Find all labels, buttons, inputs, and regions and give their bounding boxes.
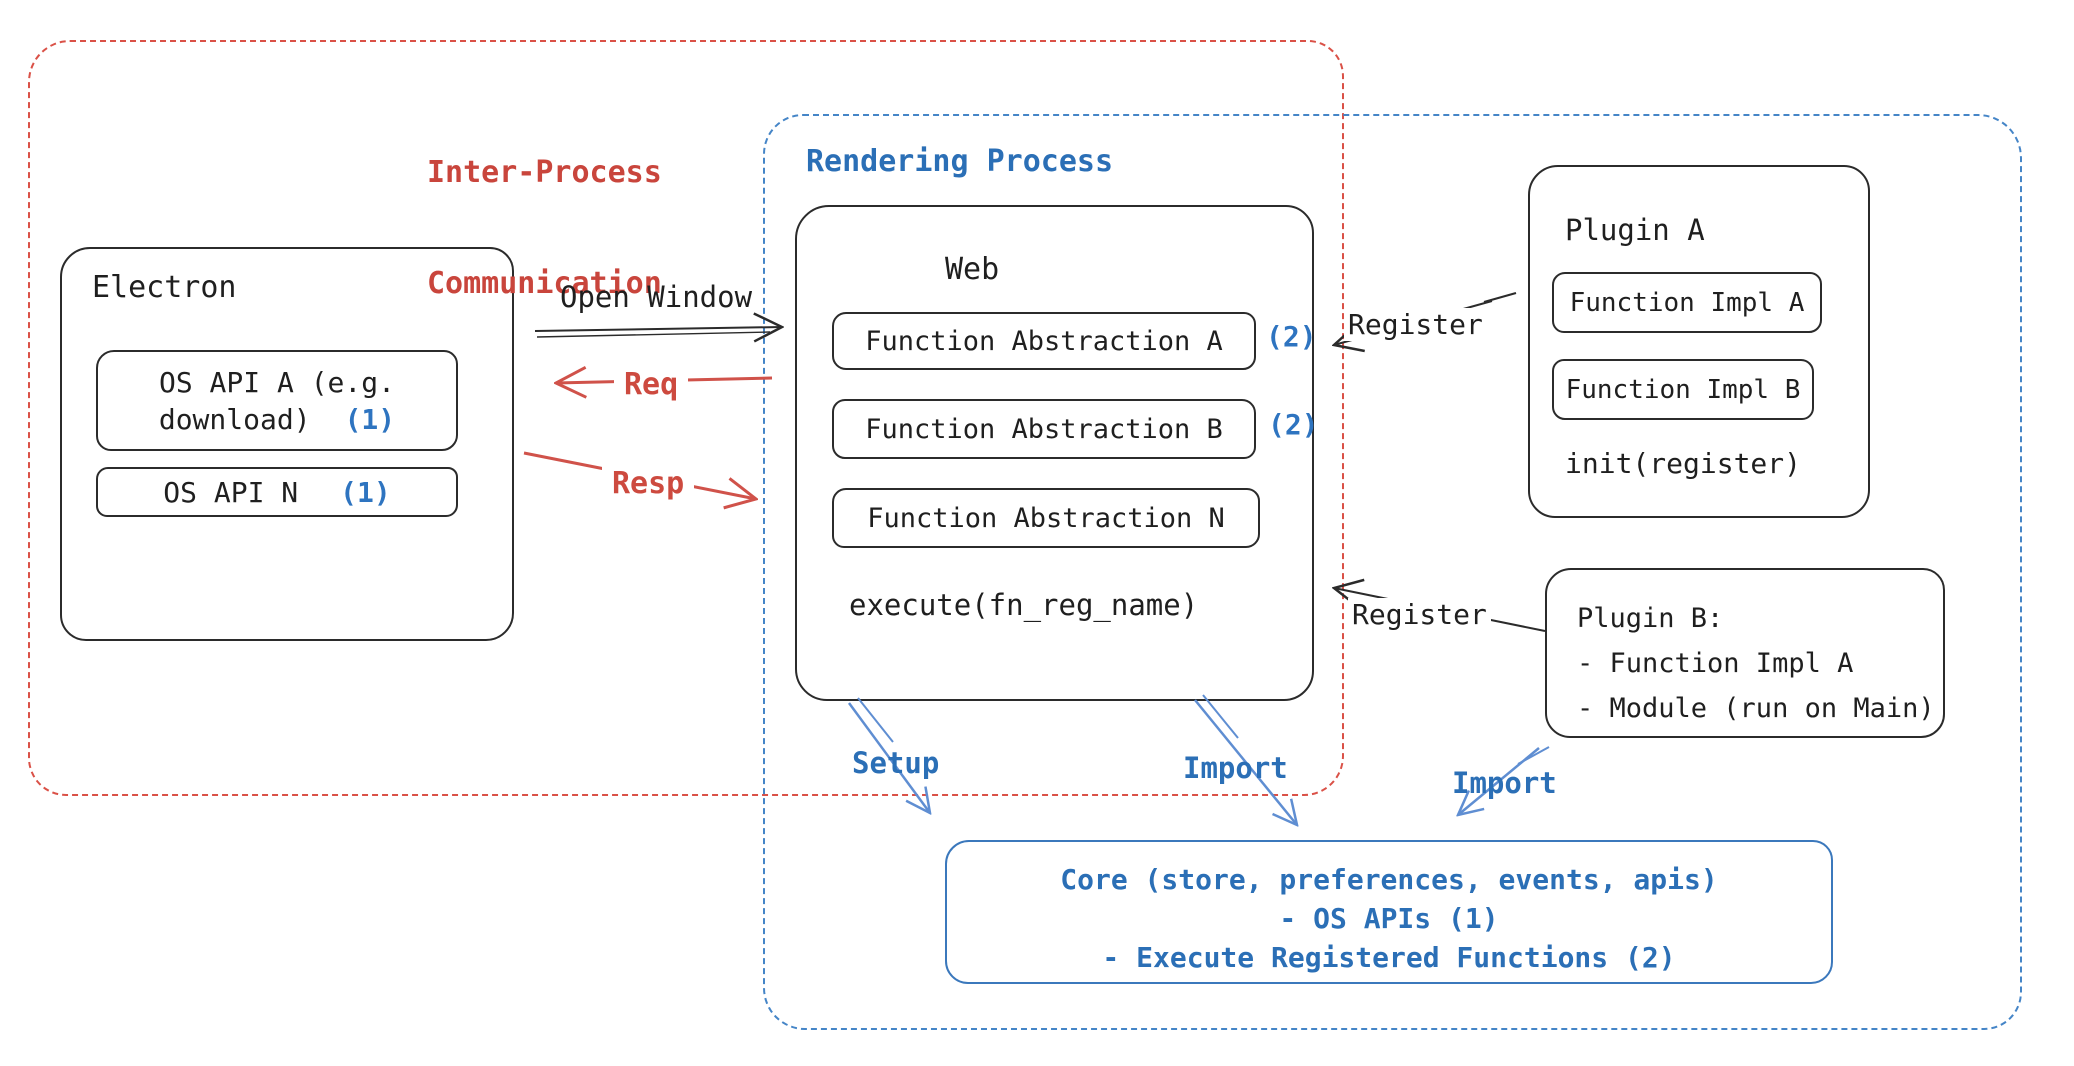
open-window-label: Open Window: [560, 280, 753, 314]
function-abstraction-a-label: Function Abstraction A: [865, 325, 1223, 357]
plugin-b-node: Plugin B: - Function Impl A - Module (ru…: [1545, 568, 1945, 738]
os-api-n-badge: (1): [340, 475, 391, 509]
core-line1: Core (store, preferences, events, apis): [1060, 863, 1718, 896]
plugin-b-line3: - Module (run on Main): [1577, 693, 1935, 724]
ipc-group-box: [28, 40, 1344, 796]
execute-fn-label: execute(fn_reg_name): [849, 588, 1199, 622]
ipc-group-title: Inter-Process Communication: [427, 80, 662, 376]
function-impl-b-label: Function Impl B: [1565, 374, 1801, 405]
function-abstraction-n-label: Function Abstraction N: [867, 502, 1225, 534]
plugin-a-title: Plugin A: [1565, 213, 1705, 247]
resp-label: Resp: [602, 466, 695, 501]
function-impl-a-node: Function Impl A: [1552, 272, 1822, 333]
rendering-process-group-box: [763, 114, 2022, 1030]
function-abstraction-a-badge: (2): [1266, 320, 1317, 353]
register-plugin-a-label: Register: [1344, 308, 1487, 341]
plugin-b-line2: - Function Impl A: [1577, 648, 1854, 679]
os-api-n-label: OS API N: [163, 475, 299, 509]
init-register-label: init(register): [1565, 447, 1802, 480]
req-label: Req: [614, 367, 689, 402]
web-node-title: Web: [945, 252, 1000, 287]
ipc-title-line2: Communication: [427, 266, 662, 301]
function-abstraction-b-badge: (2): [1268, 408, 1319, 441]
plugin-b-line1: Plugin B:: [1577, 603, 1724, 634]
os-api-a-badge: (1): [344, 402, 396, 436]
function-abstraction-b-node: Function Abstraction B: [832, 399, 1256, 459]
setup-label: Setup: [852, 746, 940, 780]
function-abstraction-n-node: Function Abstraction N: [832, 488, 1260, 548]
core-node: Core (store, preferences, events, apis) …: [945, 840, 1833, 984]
rendering-process-title: Rendering Process: [806, 144, 1114, 179]
os-api-n-node: OS API N (1): [96, 467, 458, 517]
os-api-a-line1: OS API A (e.g.: [158, 365, 395, 399]
plugin-a-node: [1528, 165, 1870, 518]
function-abstraction-b-label: Function Abstraction B: [865, 413, 1223, 445]
import-plugin-b-label: Import: [1452, 766, 1557, 800]
os-api-a-line2: download): [158, 402, 311, 436]
register-plugin-b-label: Register: [1348, 598, 1491, 631]
ipc-title-line1: Inter-Process: [427, 155, 662, 190]
function-impl-a-label: Function Impl A: [1569, 287, 1805, 318]
os-api-a-node: OS API A (e.g. download) (1): [96, 350, 458, 451]
core-line3: - Execute Registered Functions (2): [1102, 941, 1676, 974]
electron-node-title: Electron: [92, 270, 237, 305]
function-abstraction-a-node: Function Abstraction A: [832, 312, 1256, 370]
core-line2: - OS APIs (1): [1279, 902, 1499, 935]
function-impl-b-node: Function Impl B: [1552, 359, 1814, 420]
import-web-label: Import: [1183, 751, 1288, 785]
